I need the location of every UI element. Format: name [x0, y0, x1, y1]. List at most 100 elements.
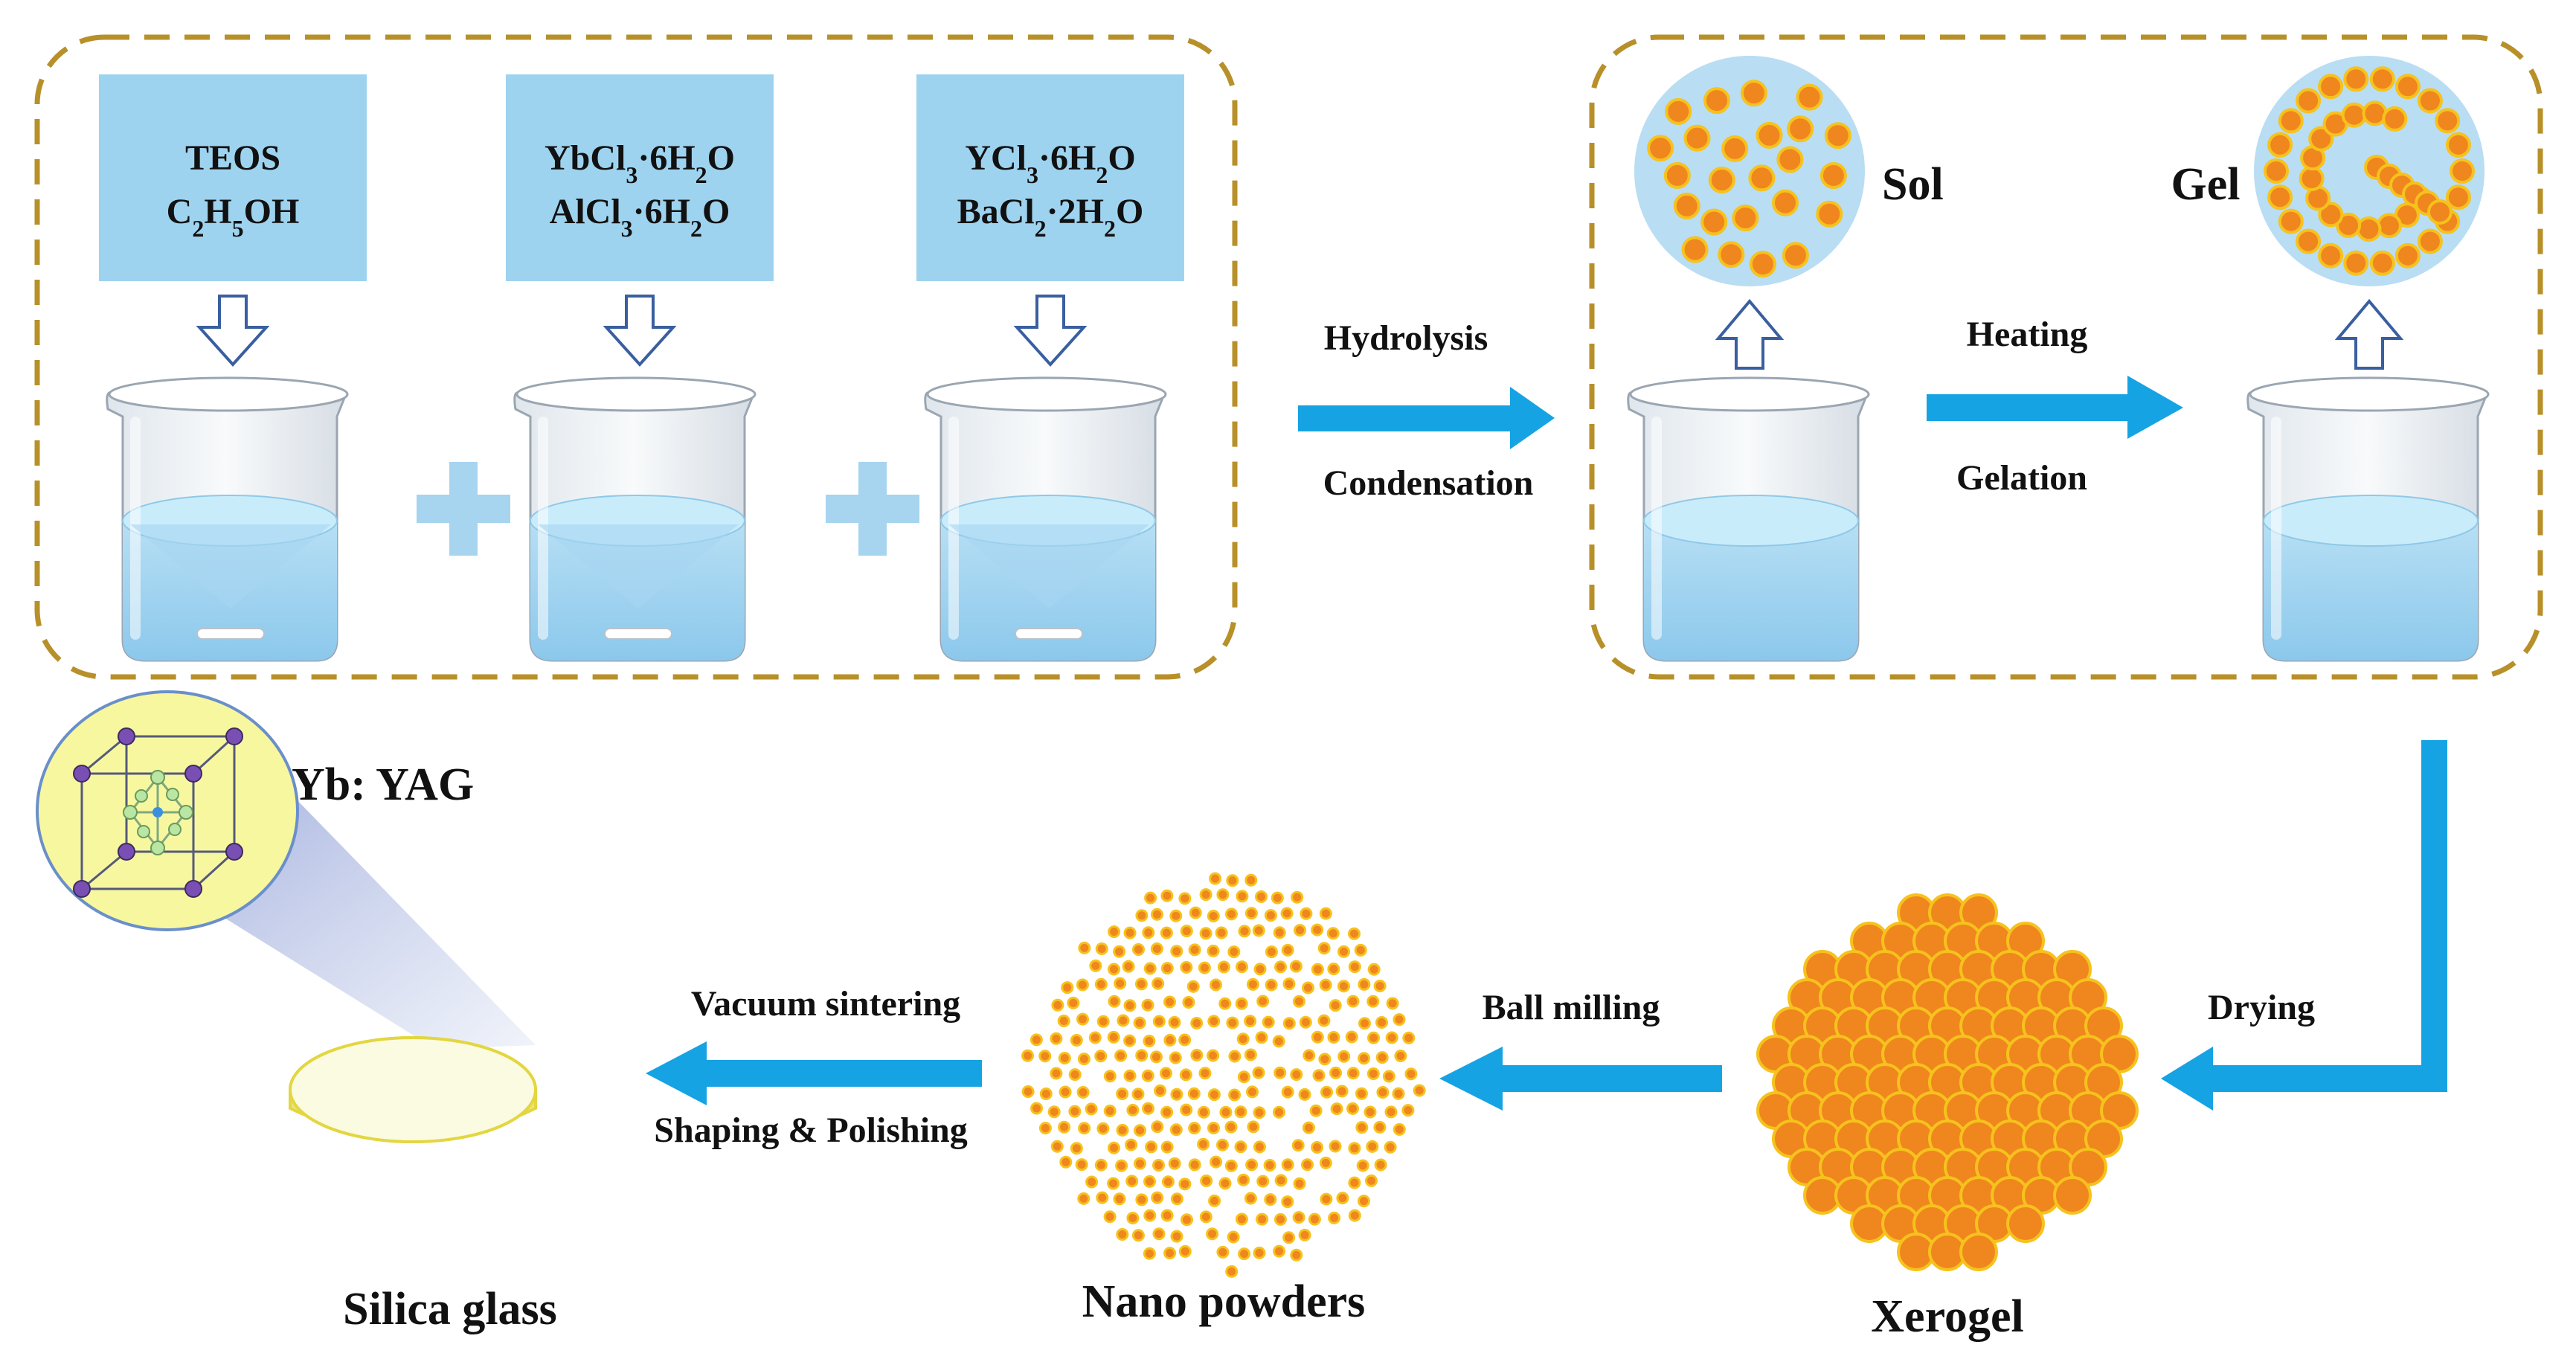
particle [1236, 1032, 1250, 1046]
particle [1108, 995, 1121, 1008]
particle [2417, 88, 2443, 114]
particle [1108, 963, 1120, 976]
particle [1150, 1050, 1163, 1064]
step-drying-label: Drying [2208, 988, 2315, 1027]
particle [1143, 1175, 1156, 1188]
down-arrow-icon [196, 295, 270, 367]
particle [1113, 1192, 1126, 1206]
particle [1021, 1085, 1035, 1098]
particle [1273, 1244, 1286, 1258]
beaker-3 [924, 376, 1167, 662]
particle [1143, 1035, 1156, 1047]
particle [1123, 926, 1137, 939]
particle [1107, 1030, 1120, 1044]
particle [1290, 1248, 1303, 1262]
particle [1244, 1192, 1257, 1205]
particle [1180, 960, 1193, 974]
particle [1199, 1210, 1212, 1224]
particle [1237, 1173, 1250, 1186]
particle [1346, 995, 1360, 1008]
particle [1673, 192, 1700, 219]
reagent-box-2: YbCl3·6H2O AlCl3·6H2O [506, 74, 774, 281]
particle [1134, 1124, 1146, 1137]
particle [1078, 941, 1091, 954]
particle [1256, 1175, 1270, 1188]
particle [1273, 926, 1286, 939]
particle [2318, 74, 2344, 100]
particle [1346, 1067, 1360, 1080]
particle [1665, 97, 1692, 125]
particle [1224, 1159, 1238, 1172]
particle [1374, 1158, 1387, 1172]
particle [2369, 250, 2395, 276]
particle [2450, 158, 2475, 184]
particle [1058, 1052, 1071, 1064]
particle [1178, 1033, 1192, 1047]
particle [1327, 1031, 1340, 1044]
particle [2343, 66, 2369, 92]
heating-arrow [1927, 376, 2183, 439]
particle [1329, 1066, 1343, 1079]
particle [1298, 1228, 1311, 1241]
particle [1367, 963, 1381, 976]
silica-glass-disk [289, 1036, 537, 1143]
particle [1076, 1012, 1089, 1026]
particle [1392, 1087, 1405, 1100]
particle [1253, 1246, 1266, 1259]
xerogel-particles [1756, 893, 2139, 1271]
particle [1085, 1102, 1098, 1116]
particle [1292, 995, 1305, 1008]
particle [1298, 1087, 1311, 1101]
particle [1187, 1087, 1201, 1100]
particle [1188, 1122, 1201, 1135]
particle [1337, 1050, 1351, 1063]
particle [1281, 1195, 1294, 1209]
particle [1375, 1051, 1389, 1064]
particle [1402, 1031, 1416, 1044]
particle [1181, 1213, 1193, 1227]
ball-milling-arrow [1439, 1047, 1722, 1111]
particle [1271, 891, 1284, 905]
particle [1282, 977, 1296, 991]
particle [1748, 164, 1776, 192]
particle [1740, 80, 1767, 107]
particle [1107, 1177, 1120, 1190]
particle [1168, 1015, 1181, 1029]
particle [1206, 1227, 1219, 1241]
step-heating-label: Heating [1967, 315, 2088, 354]
particle [1247, 1120, 1260, 1134]
particle [1152, 1227, 1166, 1241]
particle [1292, 1211, 1305, 1224]
particle [1252, 924, 1265, 937]
particle [1303, 1049, 1316, 1062]
particle [1143, 1209, 1157, 1222]
particle [1375, 1016, 1388, 1029]
particle [1319, 907, 1332, 920]
particle [1252, 1066, 1265, 1079]
reagent-2-line2: AlCl3·6H2O [550, 192, 730, 242]
beaker-sol [1627, 376, 1870, 662]
particle [1038, 1050, 1052, 1063]
particle [1401, 1104, 1415, 1117]
particle [1300, 907, 1313, 920]
step-hydrolysis-label: Hydrolysis [1324, 318, 1488, 358]
particle [1198, 1067, 1212, 1080]
particle [1142, 1102, 1154, 1115]
particle [1376, 1086, 1390, 1099]
particle [2394, 74, 2421, 100]
particle [1186, 980, 1200, 993]
particle [1256, 1212, 1269, 1226]
particle [1197, 1105, 1210, 1119]
particle [1227, 945, 1241, 959]
particle [1160, 889, 1174, 902]
particle [1190, 1017, 1204, 1029]
particle [1245, 1158, 1259, 1172]
particle [1059, 1085, 1072, 1099]
particle [1126, 1103, 1140, 1117]
particle [1228, 1050, 1242, 1063]
particle [1217, 960, 1230, 974]
particle [1404, 1067, 1418, 1081]
particle [1108, 925, 1121, 939]
particle [2296, 228, 2322, 254]
particle [1273, 1066, 1287, 1079]
